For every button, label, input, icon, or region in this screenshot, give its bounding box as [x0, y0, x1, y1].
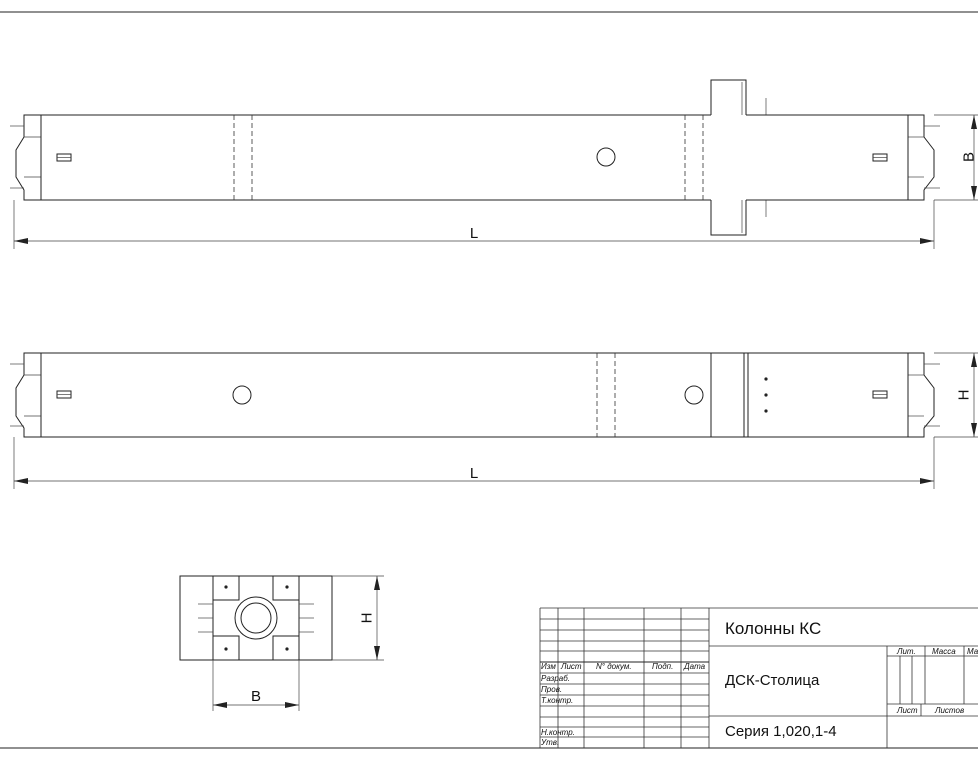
title-block: Колонны КС ДСК-Столица Серия 1,020,1-4 И… — [539, 607, 978, 748]
role-norm-control: Н.контр. — [541, 728, 575, 737]
role-tech-control: Т.контр. — [541, 696, 573, 705]
dimension-length-side: L — [13, 437, 935, 489]
role-checker: Пров. — [541, 685, 562, 694]
dimension-width-top: B — [934, 114, 978, 201]
header-mass: Масса — [932, 647, 956, 656]
sheet-frame — [0, 11, 978, 749]
header-lit: Лит. — [896, 647, 916, 656]
header-sheet: Лист — [560, 662, 582, 671]
dimension-width-section: B — [212, 660, 300, 711]
header-right-sheet: Лист — [896, 706, 918, 715]
dimension-label-height-side: H — [956, 390, 973, 401]
series-label: Серия 1,020,1-4 — [725, 723, 837, 740]
drawing-title: Колонны КС — [725, 619, 821, 638]
header-scale: Ма — [967, 647, 978, 656]
header-signature: Подп. — [652, 662, 673, 671]
header-date: Дата — [683, 662, 706, 671]
dimension-label-width-top: B — [961, 152, 978, 162]
dimension-label-length: L — [470, 225, 478, 242]
column-view-side — [10, 352, 940, 438]
role-developer: Разраб. — [541, 674, 570, 683]
column-cross-section — [179, 575, 333, 661]
role-approver: Утв. — [540, 738, 559, 747]
dimension-height-section: H — [332, 575, 384, 661]
dimension-label-width-section: B — [251, 688, 261, 705]
dimension-label-height-section: H — [359, 613, 376, 624]
organization-name: ДСК-Столица — [725, 672, 820, 689]
header-change: Изм — [541, 662, 556, 671]
column-view-top — [10, 79, 940, 236]
dimension-height-side: H — [934, 352, 978, 438]
dimension-label-length-side: L — [470, 465, 478, 482]
header-doc-no: N° докум. — [596, 662, 632, 671]
dimension-length-top: L — [13, 200, 935, 249]
header-right-sheets: Листов — [934, 706, 964, 715]
